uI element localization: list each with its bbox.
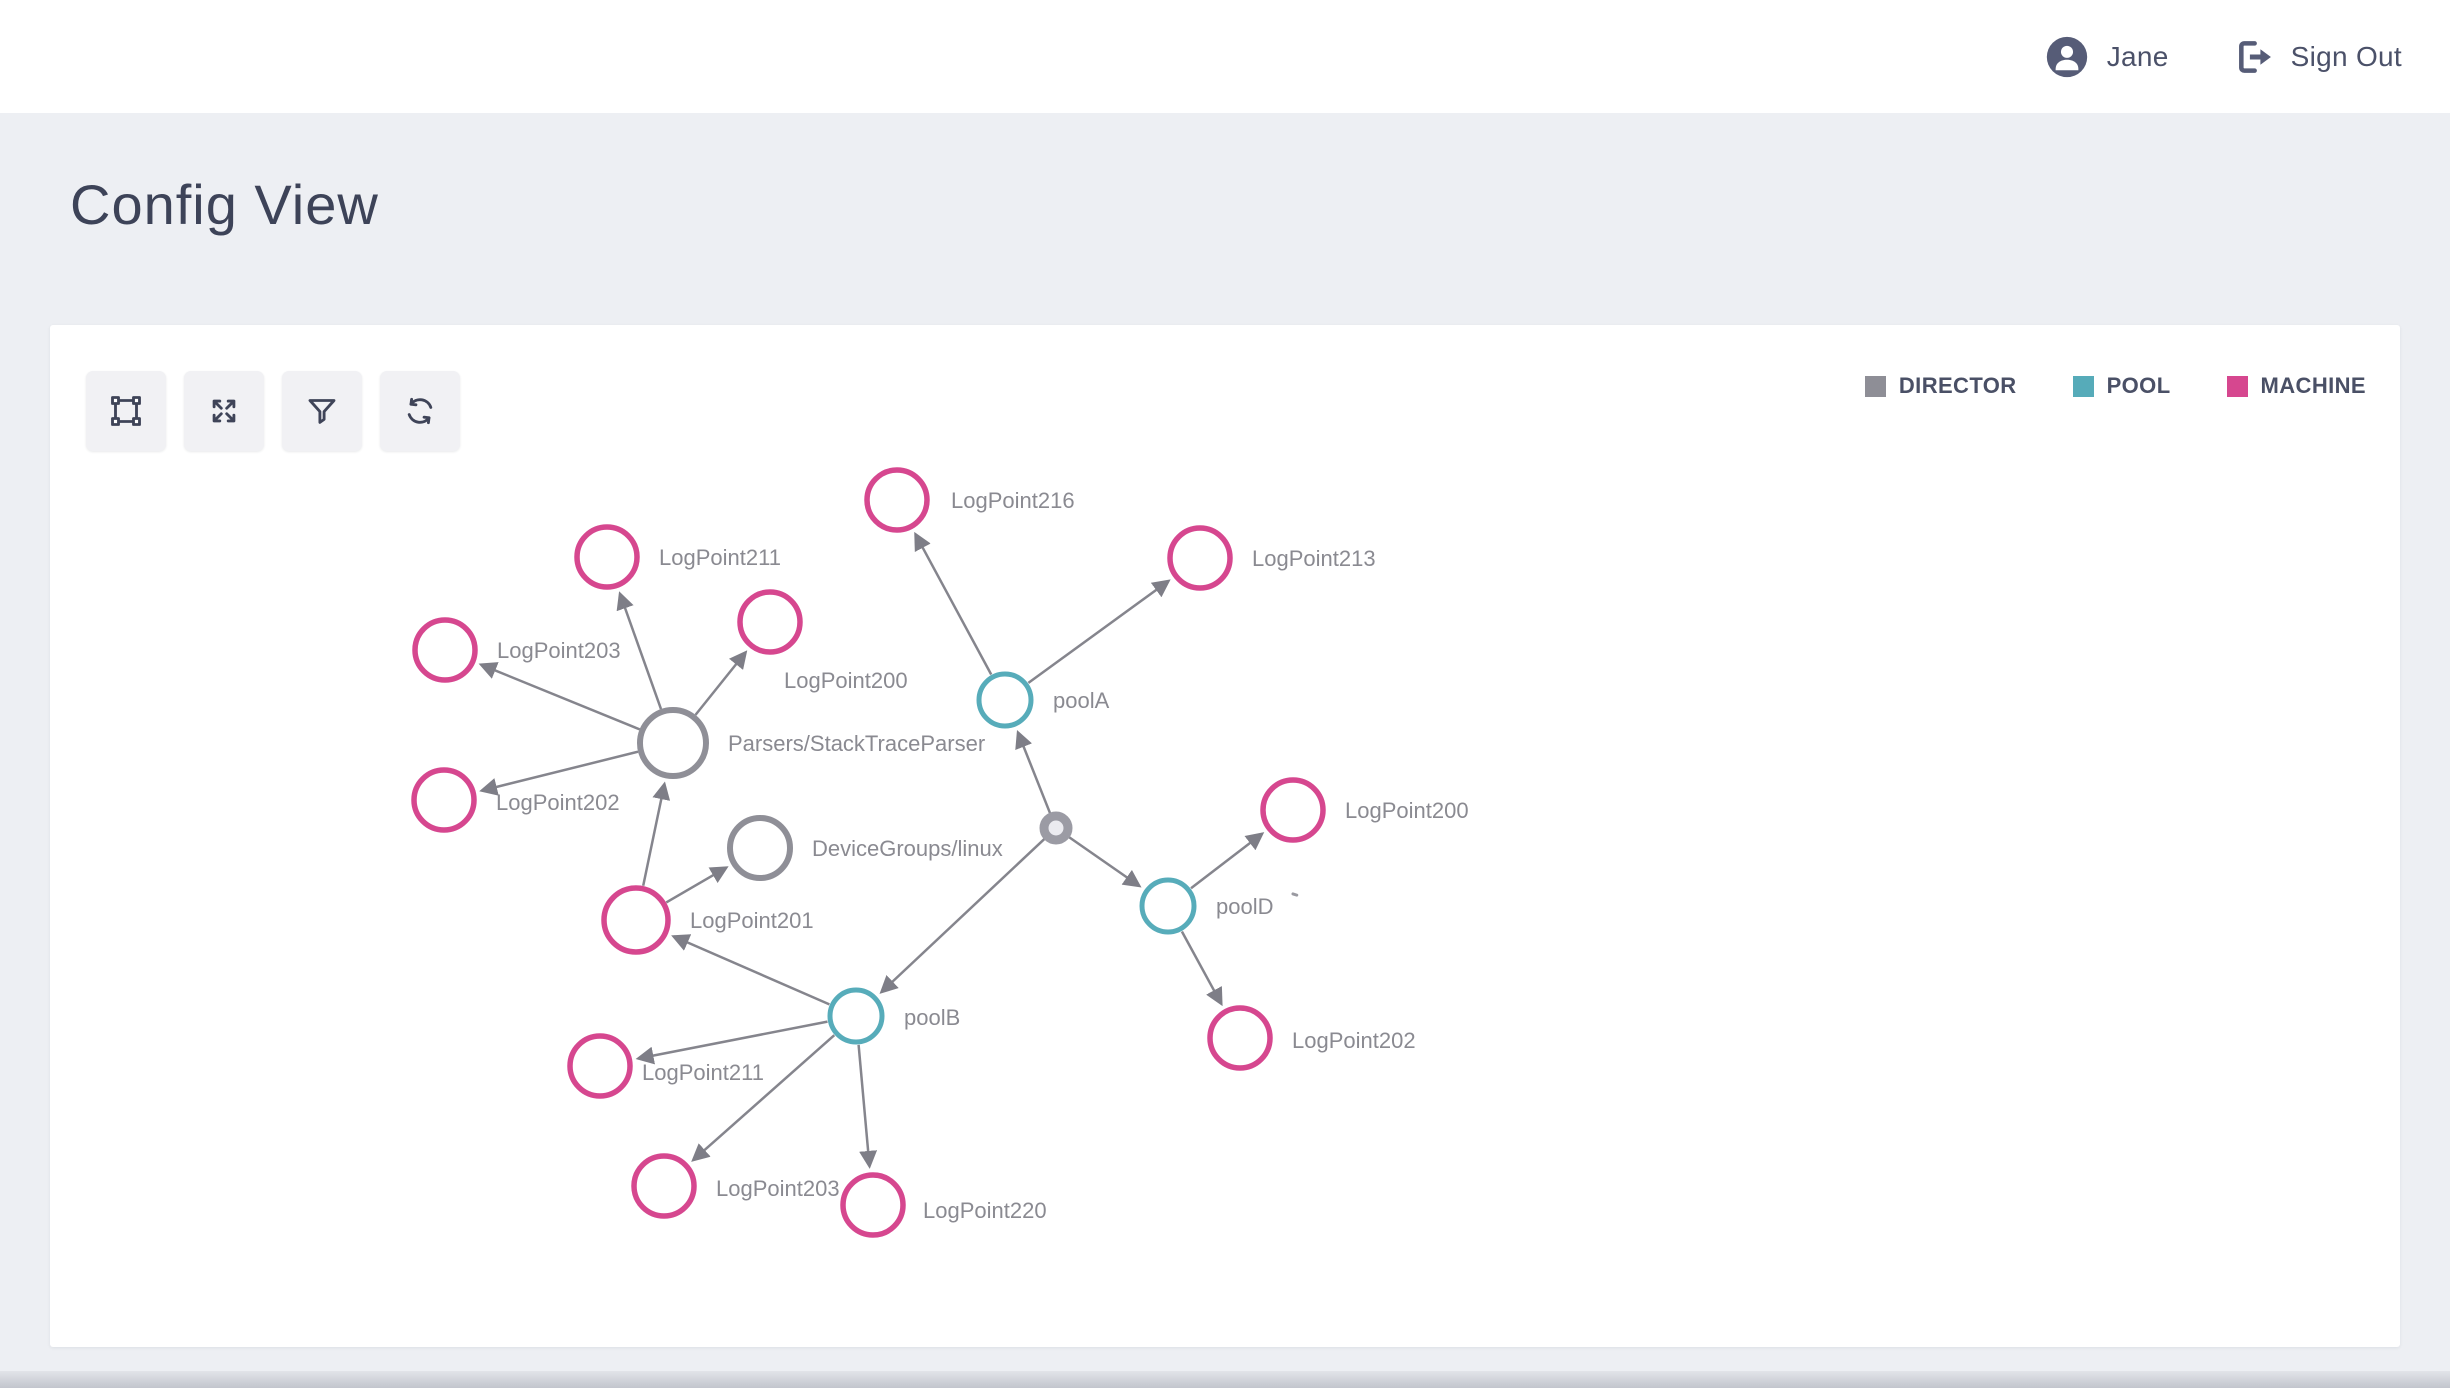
- fit-expand-button[interactable]: [184, 371, 264, 451]
- graph-node-lp220[interactable]: [840, 1172, 906, 1238]
- legend-item-pool: POOL: [2072, 373, 2171, 399]
- graph-node-lp202br[interactable]: [1207, 1005, 1273, 1071]
- graph-edge-poolA-lp213: [1027, 579, 1171, 684]
- graph-edge-parsers-lp202l: [479, 750, 639, 796]
- graph-edge-director-poolB: [879, 837, 1046, 994]
- graph-edge-director-poolD: [1067, 835, 1142, 888]
- graph-node-lp202l[interactable]: [411, 767, 477, 833]
- graph-node-label-devicegroups: DeviceGroups/linux: [812, 836, 1003, 861]
- graph-node-poolA[interactable]: [976, 671, 1034, 729]
- page-title: Config View: [70, 173, 379, 236]
- user-name: Jane: [2106, 40, 2169, 72]
- graph-edge-poolD-lp202br: [1180, 930, 1223, 1007]
- director-color-swatch: [1864, 375, 1886, 397]
- graph-node-label-lp216: LogPoint216: [951, 488, 1075, 513]
- graph-node-label-poolA: poolA: [1053, 688, 1110, 713]
- legend-label-director: DIRECTOR: [1898, 373, 2017, 398]
- sign-out-icon: [2238, 40, 2271, 73]
- graph-node-director[interactable]: [1039, 811, 1073, 845]
- graph-node-label-lp211b: LogPoint211: [642, 1060, 764, 1085]
- legend-item-director: DIRECTOR: [1864, 373, 2017, 399]
- graph-edge-poolB-lp201: [671, 934, 830, 1006]
- sign-out-label: Sign Out: [2290, 40, 2402, 72]
- graph-node-lp213[interactable]: [1167, 525, 1233, 591]
- graph-node-lp200r[interactable]: [1260, 777, 1326, 843]
- graph-node-parsers[interactable]: [637, 707, 709, 779]
- selection-box-icon: [111, 396, 141, 426]
- graph-edge-poolA-lp216: [914, 531, 993, 676]
- selection-box-button[interactable]: [86, 371, 166, 451]
- graph-node-lp200t[interactable]: [737, 589, 803, 655]
- top-navigation-bar: Jane Sign Out: [0, 0, 2450, 113]
- graph-node-label-lp202br: LogPoint202: [1292, 1028, 1416, 1053]
- legend-label-pool: POOL: [2106, 373, 2171, 398]
- graph-node-label-poolB: poolB: [904, 1005, 960, 1030]
- machine-color-swatch: [2226, 375, 2248, 397]
- graph-node-label-lp202l: LogPoint202: [496, 790, 620, 815]
- graph-edge-parsers-lp200t: [694, 650, 748, 716]
- legend-label-machine: MACHINE: [2260, 373, 2366, 398]
- graph-node-label-lp213: LogPoint213: [1252, 546, 1376, 571]
- graph-node-lp203l[interactable]: [412, 617, 478, 683]
- pool-color-swatch: [2072, 375, 2094, 397]
- refresh-icon: [407, 397, 433, 425]
- graph-node-label-parsers: Parsers/StackTraceParser: [728, 731, 985, 756]
- filter-button[interactable]: [282, 371, 362, 451]
- user-avatar-icon: [2046, 36, 2087, 77]
- graph-node-devicegroups[interactable]: [727, 815, 793, 881]
- graph-node-label-lp200t: LogPoint200: [784, 668, 908, 693]
- graph-edge-lp201-parsers: [641, 781, 671, 886]
- graph-node-tick-mark-poolD: [1291, 892, 1299, 897]
- bottom-scroll-strip: [0, 1371, 2450, 1388]
- graph-legend: DIRECTOR POOL MACHINE: [1864, 373, 2366, 399]
- graph-node-label-lp203l: LogPoint203: [497, 638, 621, 663]
- graph-node-poolD[interactable]: [1139, 877, 1197, 935]
- graph-edge-poolD-lp200r: [1190, 832, 1265, 890]
- sign-out-button[interactable]: Sign Out: [2231, 36, 2402, 78]
- graph-node-label-lp201: LogPoint201: [690, 908, 814, 933]
- graph-edge-poolB-lp211b: [635, 1020, 828, 1065]
- graph-node-label-lp200r: LogPoint200: [1345, 798, 1469, 823]
- filter-icon: [308, 399, 336, 424]
- expand-arrows-icon: [212, 399, 236, 423]
- graph-edge-poolB-lp203b: [691, 1034, 836, 1162]
- graph-edge-parsers-lp203l: [478, 662, 641, 731]
- topology-graph-canvas[interactable]: Parsers/StackTraceParserDeviceGroups/lin…: [50, 325, 2400, 1347]
- graph-edge-parsers-lp211t: [616, 591, 663, 710]
- user-menu[interactable]: Jane: [2045, 35, 2169, 79]
- graph-node-label-poolD: poolD: [1216, 894, 1273, 919]
- graph-node-lp203b[interactable]: [631, 1153, 697, 1219]
- graph-edge-lp201-devicegroups: [665, 866, 729, 904]
- graph-edge-director-poolA: [1015, 729, 1052, 815]
- graph-edge-poolB-lp220: [857, 1044, 878, 1169]
- graph-node-lp216[interactable]: [864, 467, 930, 533]
- graph-node-label-lp211t: LogPoint211: [659, 545, 781, 570]
- refresh-button[interactable]: [380, 371, 460, 451]
- graph-toolbar: [86, 371, 460, 451]
- graph-node-lp211t[interactable]: [574, 524, 640, 590]
- graph-node-lp201[interactable]: [601, 885, 671, 955]
- legend-item-machine: MACHINE: [2226, 373, 2366, 399]
- graph-node-poolB[interactable]: [827, 987, 885, 1045]
- graph-node-label-lp220: LogPoint220: [923, 1198, 1047, 1223]
- graph-node-lp211b[interactable]: [567, 1033, 633, 1099]
- graph-node-label-lp203b: LogPoint203: [716, 1176, 840, 1201]
